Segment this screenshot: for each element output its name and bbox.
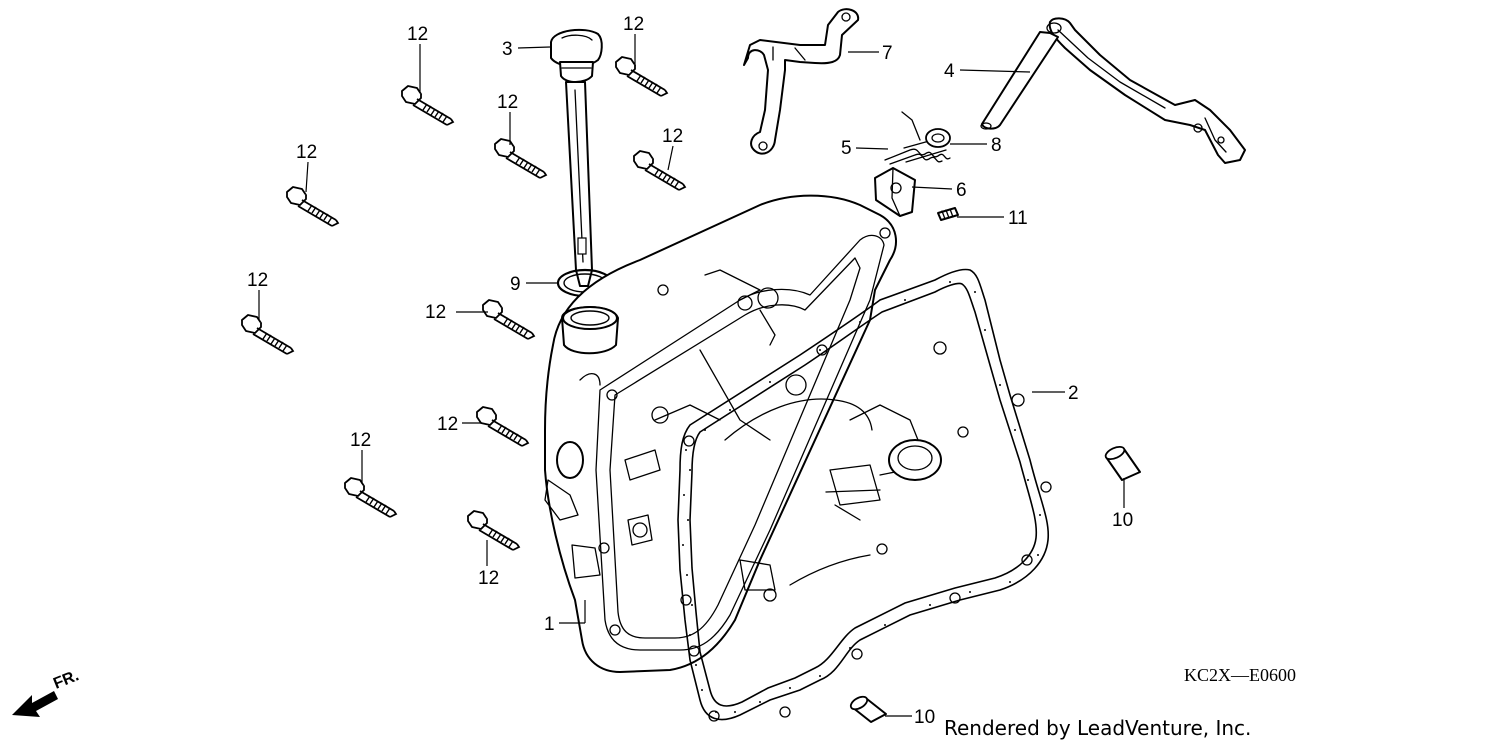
callout-12: 12 (662, 126, 683, 147)
render-credit: Rendered by LeadVenture, Inc. (944, 716, 1252, 740)
bolt-12-h (476, 406, 529, 447)
leader-lines (258, 34, 1125, 717)
callout-11: 11 (1008, 208, 1028, 229)
callout-12: 12 (247, 270, 268, 291)
callout-8: 8 (991, 135, 1002, 156)
bolt-12-i (344, 477, 397, 518)
bolt-12-g (482, 299, 535, 340)
callout-2: 2 (1068, 383, 1079, 404)
dowel-pin-right (1104, 445, 1141, 481)
bolt-12-j (467, 510, 520, 551)
front-arrow-icon: FR. (12, 667, 81, 717)
callout-9: 9 (510, 274, 521, 295)
bolt-12-c (494, 138, 547, 179)
kick-starter-arm (980, 17, 1246, 164)
dowel-pin-small (937, 207, 959, 221)
callout-1: 1 (544, 614, 555, 635)
callout-12: 12 (350, 430, 371, 451)
callout-7: 7 (882, 43, 893, 64)
cover-interior (724, 374, 969, 602)
callout-12: 12 (296, 142, 317, 163)
bolt-12-e (286, 186, 339, 227)
front-label: FR. (51, 667, 81, 692)
dowel-pin-bottom (849, 695, 887, 723)
bolt-12-d (633, 150, 686, 191)
bolt-12-a (401, 85, 454, 126)
callout-4: 4 (944, 61, 955, 82)
callout-12: 12 (623, 14, 644, 35)
bolt-12-b (615, 56, 668, 97)
callout-10: 10 (1112, 510, 1133, 531)
bolt-12-f (241, 314, 294, 355)
washer (925, 128, 951, 148)
callout-12: 12 (478, 568, 499, 589)
callout-10: 10 (914, 707, 935, 728)
callout-12: 12 (497, 92, 518, 113)
crankcase-cover (544, 194, 897, 673)
cover-gasket (677, 268, 1052, 722)
spring-collar (874, 167, 916, 217)
callout-3: 3 (502, 39, 513, 60)
oil-dipstick (550, 28, 603, 287)
callout-12: 12 (437, 414, 458, 435)
callout-12: 12 (407, 24, 428, 45)
callout-6: 6 (956, 180, 967, 201)
callout-5: 5 (841, 138, 852, 159)
callout-12: 12 (425, 302, 446, 323)
cable-bracket (743, 8, 860, 155)
drawing-code: KC2X—E0600 (1184, 665, 1296, 685)
